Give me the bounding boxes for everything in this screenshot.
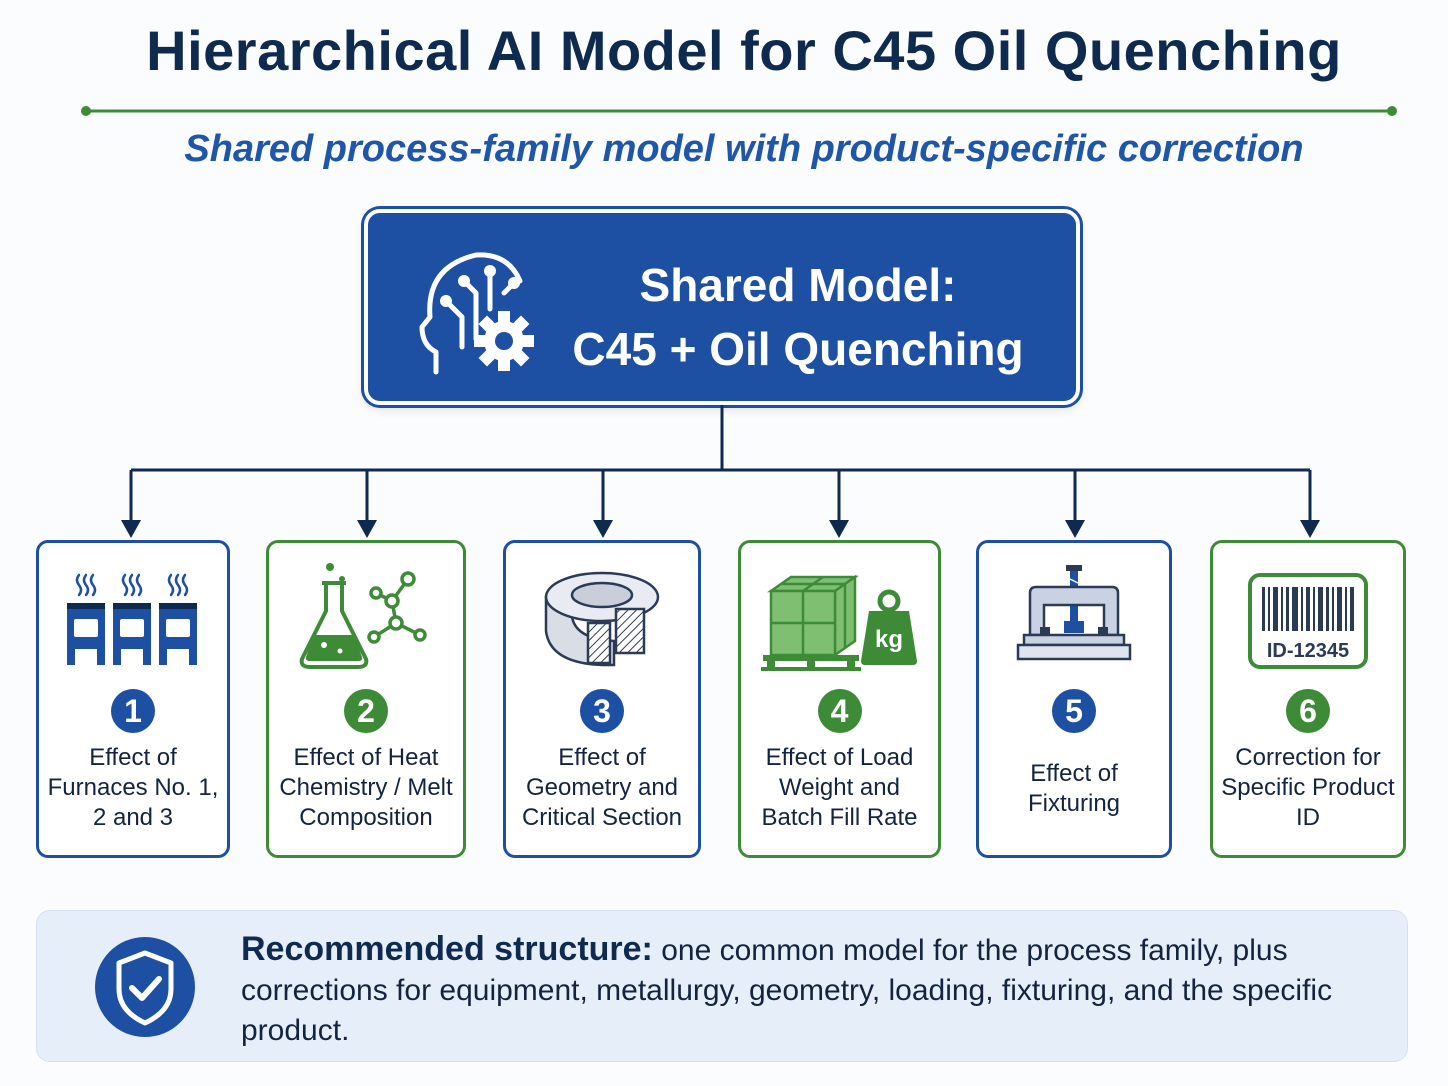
card-label: Effect of Heat Chemistry / Melt Composit…: [279, 744, 453, 831]
title-divider: [81, 106, 1397, 116]
barcode-text: ID-12345: [1267, 640, 1349, 662]
furnaces-icon: [67, 573, 197, 665]
page-title: Hierarchical AI Model for C45 Oil Quench…: [146, 19, 1342, 82]
recommendation-panel: Recommended structure: one common model …: [36, 910, 1408, 1062]
step-number: 5: [1052, 689, 1096, 733]
step-number: 1: [111, 689, 155, 733]
card-label: Correction for Specific Product ID: [1221, 744, 1395, 831]
clamp-fixture-icon: [1016, 565, 1132, 661]
connector-lines: [121, 405, 1320, 538]
card-label: Effect of Furnaces No. 1, 2 and 3: [47, 744, 219, 831]
ring-section-icon: [544, 571, 660, 667]
subtitle: Shared process-family model with product…: [184, 128, 1304, 170]
barcode-icon: ID-12345: [1248, 573, 1368, 669]
card-label: Effect of Fixturing: [1027, 760, 1121, 817]
step-number: 2: [344, 689, 388, 733]
shared-model-subtitle: C45 + Oil Quenching: [572, 323, 1024, 375]
card-load-weight: kg 4 Effect of Load Weight and Batch Fil…: [738, 540, 941, 858]
flask-molecule-icon: [299, 563, 427, 669]
card-geometry: 3 Effect of Geometry and Critical Sectio…: [503, 540, 701, 858]
step-number: 4: [817, 689, 862, 733]
card-heat-chemistry: 2 Effect of Heat Chemistry / Melt Compos…: [266, 540, 466, 858]
card-fixturing: 5 Effect of Fixturing: [976, 540, 1172, 858]
shared-model-box: Shared Model: C45 + Oil Quenching: [364, 209, 1080, 405]
shield-check-icon: [95, 937, 195, 1037]
card-product-id: ID-12345 6 Correction for Specific Produ…: [1210, 540, 1406, 858]
card-label: Effect of Geometry and Critical Section: [521, 744, 683, 831]
weight-label: kg: [874, 626, 902, 653]
recommendation-text: one common model for the process family,…: [241, 934, 1333, 1047]
pallet-weight-icon: kg: [760, 574, 917, 671]
shared-model-title: Shared Model:: [639, 259, 957, 311]
step-number: 3: [580, 689, 624, 733]
recommendation-heading: Recommended structure:: [241, 930, 653, 968]
card-furnaces: 1 Effect of Furnaces No. 1, 2 and 3: [36, 540, 230, 858]
ai-head-gear-icon: [419, 252, 534, 375]
card-label: Effect of Load Weight and Batch Fill Rat…: [761, 744, 918, 831]
step-number: 6: [1286, 689, 1330, 733]
